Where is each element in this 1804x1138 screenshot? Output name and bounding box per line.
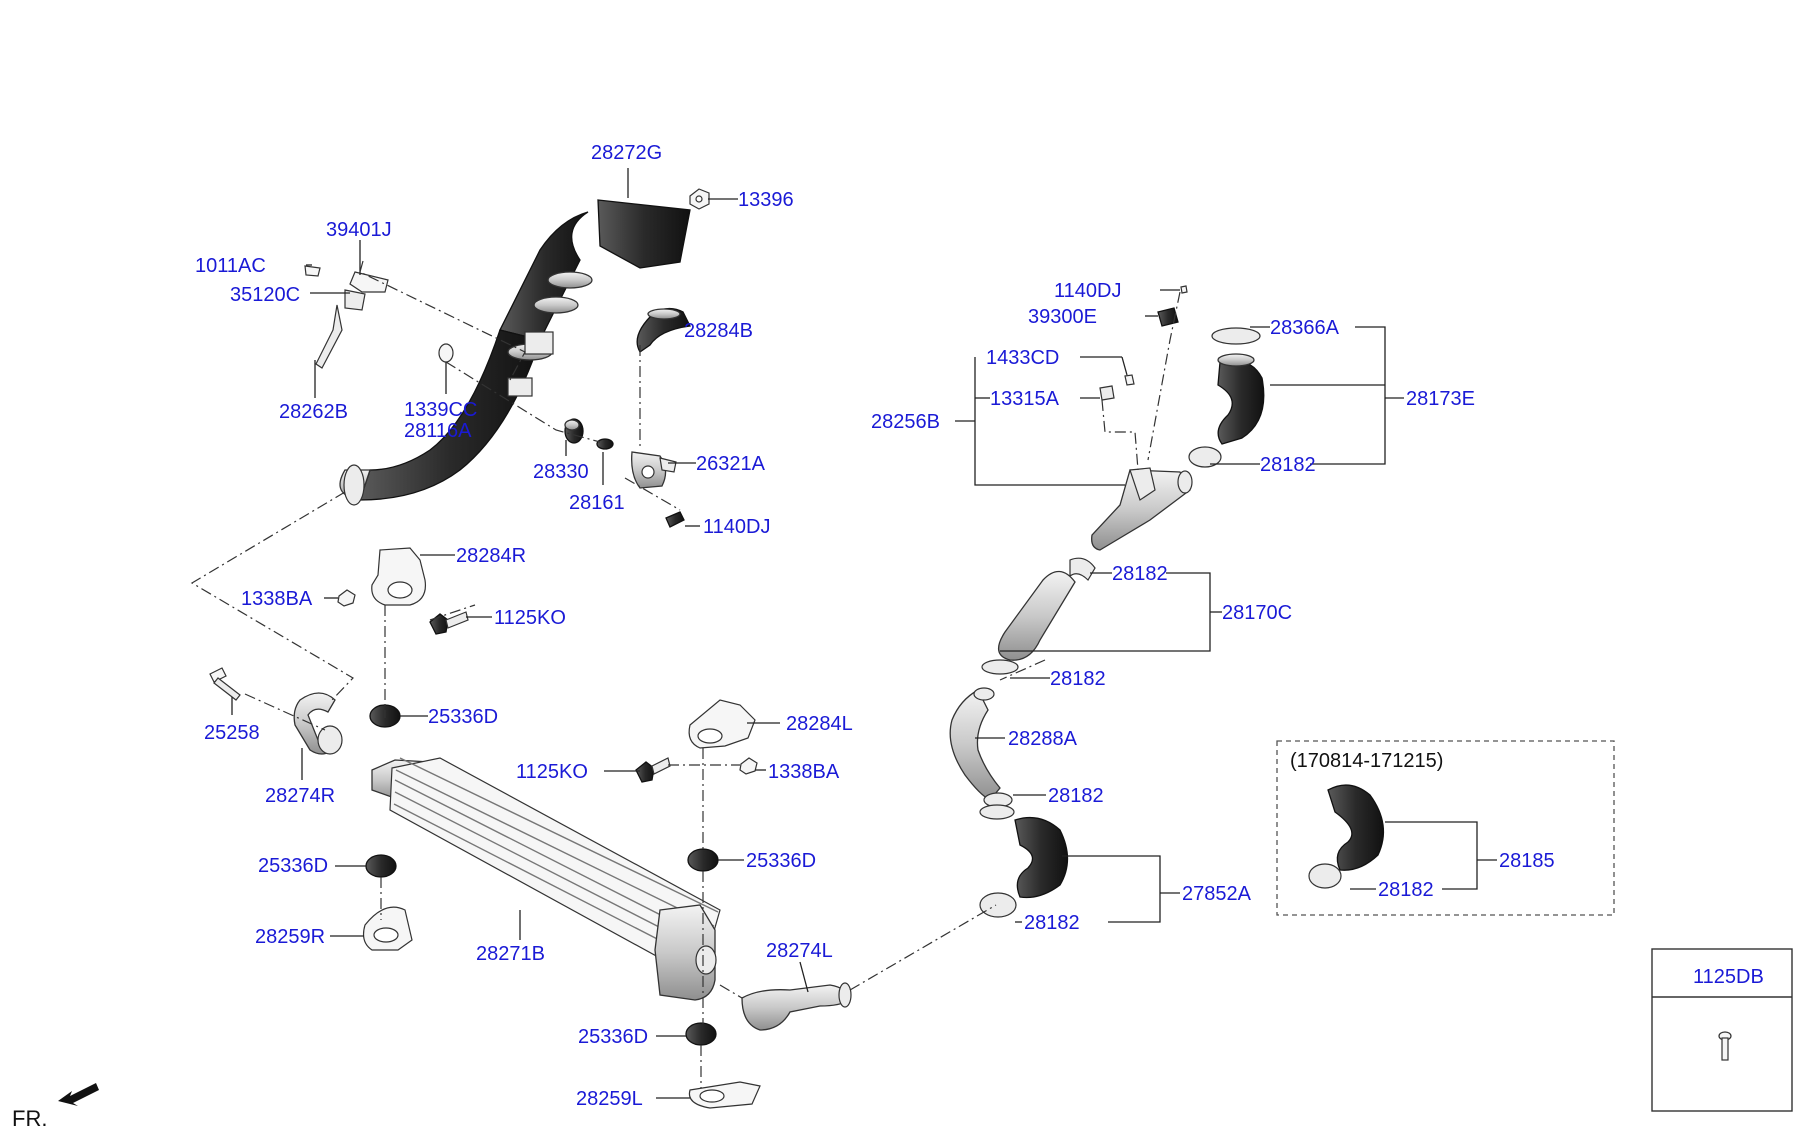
elbow-28274R-illustration xyxy=(293,692,343,755)
label-1125KO-left[interactable]: 1125KO xyxy=(494,607,566,629)
bolt-1140DJ-left-illustration xyxy=(665,511,685,528)
front-direction-label: FR. xyxy=(12,1106,47,1131)
label-1125KO-right[interactable]: 1125KO xyxy=(516,761,588,783)
label-28173E[interactable]: 28173E xyxy=(1406,388,1475,410)
front-direction-arrow-icon xyxy=(58,1083,99,1106)
brackets-28259-illustration xyxy=(362,906,761,1109)
label-28330[interactable]: 28330 xyxy=(533,461,589,483)
label-28116A[interactable]: 28116A xyxy=(404,420,472,442)
label-25336D-d[interactable]: 25336D xyxy=(578,1026,648,1048)
label-1433CD[interactable]: 1433CD xyxy=(986,347,1059,369)
hose-27852A-illustration xyxy=(979,816,1069,918)
label-28262B[interactable]: 28262B xyxy=(279,401,348,423)
hose-28284B-illustration xyxy=(636,307,691,353)
center-lines xyxy=(190,260,1181,1088)
bolt-25258-illustration xyxy=(209,667,241,701)
label-28182-f[interactable]: 28182 xyxy=(1378,879,1434,901)
label-1140DJ-right[interactable]: 1140DJ xyxy=(1054,280,1121,302)
label-1011AC[interactable]: 1011AC xyxy=(195,255,266,277)
hose-28185-illustration xyxy=(1308,784,1384,889)
label-28170C[interactable]: 28170C xyxy=(1222,602,1292,624)
label-25336D-c[interactable]: 25336D xyxy=(746,850,816,872)
intercooler-28271B-illustration xyxy=(371,757,721,1001)
elbow-28274L-illustration xyxy=(741,982,852,1031)
hose-28173E-illustration xyxy=(1188,327,1265,468)
sensor-26321A-illustration xyxy=(631,451,677,489)
label-28271B[interactable]: 28271B xyxy=(476,943,545,965)
bracket-28284R-illustration xyxy=(371,547,427,606)
label-13396[interactable]: 13396 xyxy=(738,189,794,211)
label-1125DB[interactable]: 1125DB xyxy=(1693,966,1764,988)
label-28182-c[interactable]: 28182 xyxy=(1050,668,1106,690)
nut-1338BA-right-illustration xyxy=(739,757,758,775)
sensor-39300E-illustration xyxy=(1099,285,1188,401)
bolt-1125KO-left-illustration xyxy=(429,611,469,635)
label-28182-e[interactable]: 28182 xyxy=(1024,912,1080,934)
variant-box xyxy=(1276,740,1615,916)
label-28182-a[interactable]: 28182 xyxy=(1260,454,1316,476)
label-28284L[interactable]: 28284L xyxy=(786,713,853,735)
legend-box xyxy=(1651,948,1793,1112)
label-28256B[interactable]: 28256B xyxy=(871,411,940,433)
bracket-28284L-illustration xyxy=(688,699,756,749)
label-39401J[interactable]: 39401J xyxy=(326,219,392,241)
label-27852A[interactable]: 27852A xyxy=(1182,883,1252,905)
hose-28288A-illustration xyxy=(949,687,1015,820)
label-1339CC[interactable]: 1339CC xyxy=(404,399,477,421)
label-28274L[interactable]: 28274L xyxy=(766,940,833,962)
label-26321A[interactable]: 26321A xyxy=(696,453,766,475)
variant-date-range: (170814-171215) xyxy=(1290,750,1443,772)
screw-1125DB-illustration xyxy=(1718,1031,1732,1061)
label-28182-d[interactable]: 28182 xyxy=(1048,785,1104,807)
part-labels: 28272G 13396 39401J 1011AC 35120C 28284B… xyxy=(12,142,1764,1131)
label-28366A[interactable]: 28366A xyxy=(1270,317,1340,339)
label-28284R[interactable]: 28284R xyxy=(456,545,526,567)
label-1338BA-right[interactable]: 1338BA xyxy=(768,761,840,783)
label-39300E[interactable]: 39300E xyxy=(1028,306,1097,328)
label-1140DJ-left[interactable]: 1140DJ xyxy=(703,516,770,538)
leader-lines xyxy=(231,168,1497,1099)
label-28288A[interactable]: 28288A xyxy=(1008,728,1078,750)
sensor-bracket-illustration xyxy=(304,265,389,369)
label-28274R[interactable]: 28274R xyxy=(265,785,335,807)
fasteners-illustration xyxy=(438,343,614,450)
label-25336D-a[interactable]: 25336D xyxy=(428,706,498,728)
hose-28170C-illustration xyxy=(981,557,1096,675)
label-28272G[interactable]: 28272G xyxy=(591,142,662,164)
bolt-1125KO-right-illustration xyxy=(635,757,671,783)
label-1338BA-left[interactable]: 1338BA xyxy=(241,588,313,610)
nut-13396-illustration xyxy=(689,188,710,210)
label-28259R[interactable]: 28259R xyxy=(255,926,325,948)
label-25258[interactable]: 25258 xyxy=(204,722,260,744)
label-28284B[interactable]: 28284B xyxy=(684,320,753,342)
label-28161[interactable]: 28161 xyxy=(569,492,625,514)
label-28185[interactable]: 28185 xyxy=(1499,850,1555,872)
hose-28272G-illustration xyxy=(339,199,691,506)
nut-1338BA-left-illustration xyxy=(337,589,356,607)
label-13315A[interactable]: 13315A xyxy=(990,388,1060,410)
label-35120C[interactable]: 35120C xyxy=(230,284,300,306)
label-25336D-b[interactable]: 25336D xyxy=(258,855,328,877)
pipe-28256B-illustration xyxy=(1091,467,1193,551)
label-28182-b[interactable]: 28182 xyxy=(1112,563,1168,585)
label-28259L[interactable]: 28259L xyxy=(576,1088,643,1110)
